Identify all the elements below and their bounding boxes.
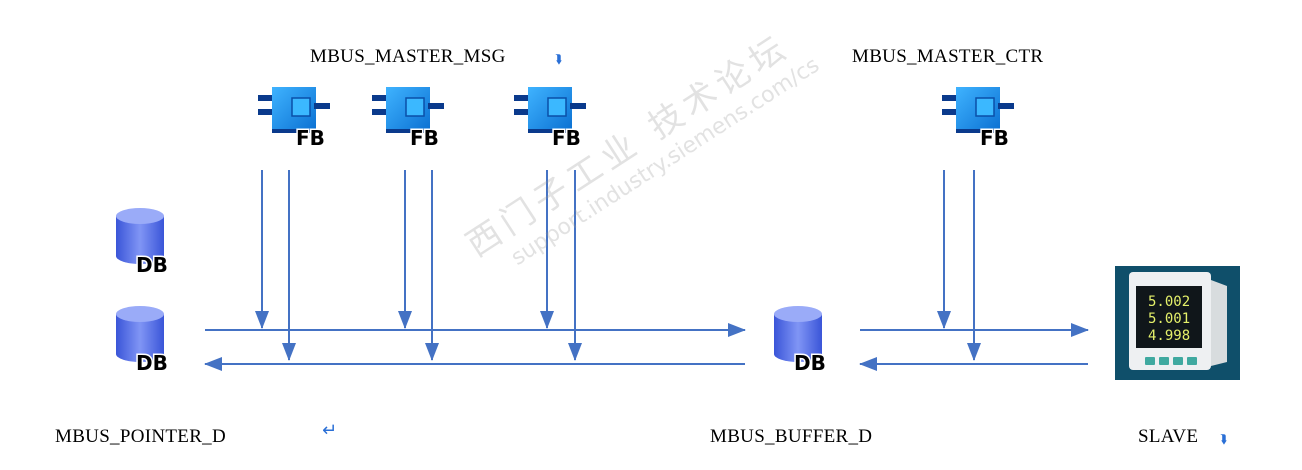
fb-text: FB xyxy=(980,126,1009,146)
paragraph-mark-icon: ⮯ xyxy=(555,52,563,66)
fb-block-icon: FB xyxy=(368,84,444,152)
fb-block-icon: FB xyxy=(938,84,1014,152)
pointer-db-label: MBUS_POINTER_D xyxy=(55,426,226,447)
buffer-db-icon: DB xyxy=(770,304,834,379)
db-text: DB xyxy=(794,351,826,374)
db-block-icon: DB xyxy=(112,206,176,281)
fb-text: FB xyxy=(296,126,325,146)
meter-reading-2: 5.001 xyxy=(1148,311,1190,327)
fb-block-icon: FB xyxy=(254,84,330,152)
fb-text: FB xyxy=(552,126,581,146)
master-ctr-label: MBUS_MASTER_CTR xyxy=(852,46,1044,67)
return-arrow-icon: ↵ xyxy=(322,420,338,441)
master-msg-label: MBUS_MASTER_MSG xyxy=(310,46,506,67)
paragraph-mark-icon: ⮯ xyxy=(1220,432,1228,446)
db-text: DB xyxy=(136,351,168,374)
meter-reading-1: 5.002 xyxy=(1148,294,1190,310)
slave-meter-image: 5.002 5.001 4.998 xyxy=(1115,266,1240,385)
buffer-db-label: MBUS_BUFFER_D xyxy=(710,426,873,447)
slave-label: SLAVE xyxy=(1138,426,1199,447)
fb-block-icon: FB xyxy=(510,84,586,152)
fb-text: FB xyxy=(410,126,439,146)
pointer-db-icon: DB xyxy=(112,304,176,379)
meter-reading-3: 4.998 xyxy=(1148,328,1190,344)
db-text: DB xyxy=(136,253,168,276)
